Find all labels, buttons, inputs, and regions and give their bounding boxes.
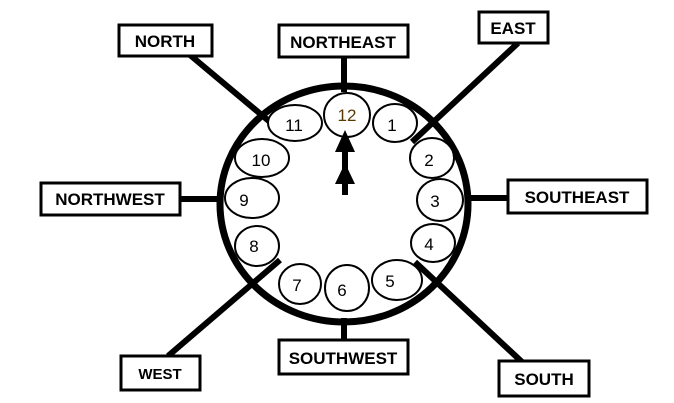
number-oval-10 xyxy=(234,138,290,178)
number-oval-9 xyxy=(224,177,280,219)
number-oval-5 xyxy=(371,259,423,301)
label-box-northeast xyxy=(277,23,410,59)
label-box-southeast xyxy=(506,178,649,215)
number-1: 1 xyxy=(387,116,396,135)
label-southeast: SOUTHEAST xyxy=(525,188,630,207)
label-north: NORTH xyxy=(135,32,195,51)
connector-north xyxy=(188,52,284,135)
arrowhead-upper xyxy=(335,130,355,152)
clock-face xyxy=(216,82,472,326)
number-oval-6 xyxy=(324,264,370,312)
label-box-west xyxy=(119,354,202,392)
label-southwest: SOUTHWEST xyxy=(289,349,398,368)
number-5: 5 xyxy=(385,272,394,291)
connector-east xyxy=(409,40,521,145)
label-northeast: NORTHEAST xyxy=(290,33,396,52)
number-4: 4 xyxy=(424,235,433,254)
number-9: 9 xyxy=(239,191,248,210)
label-south: SOUTH xyxy=(514,370,574,389)
label-box-south xyxy=(497,359,591,398)
number-7: 7 xyxy=(292,276,301,295)
label-west: WEST xyxy=(138,366,181,383)
number-3: 3 xyxy=(430,192,439,211)
clock-hand xyxy=(335,130,355,195)
label-box-north xyxy=(117,23,214,58)
connector-south xyxy=(412,259,525,365)
number-oval-2 xyxy=(409,137,455,179)
number-oval-1 xyxy=(372,103,418,143)
number-10: 10 xyxy=(252,151,271,170)
number-oval-8 xyxy=(234,225,280,267)
number-2: 2 xyxy=(424,151,433,170)
number-oval-11 xyxy=(267,104,323,142)
number-oval-7 xyxy=(278,263,322,305)
label-box-east xyxy=(477,10,550,45)
label-northwest: NORTHWEST xyxy=(55,190,165,209)
connector-west xyxy=(166,257,282,359)
arrowhead-lower xyxy=(335,163,355,184)
number-12: 12 xyxy=(338,106,357,125)
number-11: 11 xyxy=(285,116,303,135)
number-oval-3 xyxy=(416,178,464,222)
label-box-northwest xyxy=(39,181,182,217)
number-oval-4 xyxy=(410,223,456,263)
number-6: 6 xyxy=(337,281,346,300)
label-east: EAST xyxy=(490,19,536,38)
label-box-southwest xyxy=(277,338,410,376)
number-8: 8 xyxy=(249,237,258,256)
